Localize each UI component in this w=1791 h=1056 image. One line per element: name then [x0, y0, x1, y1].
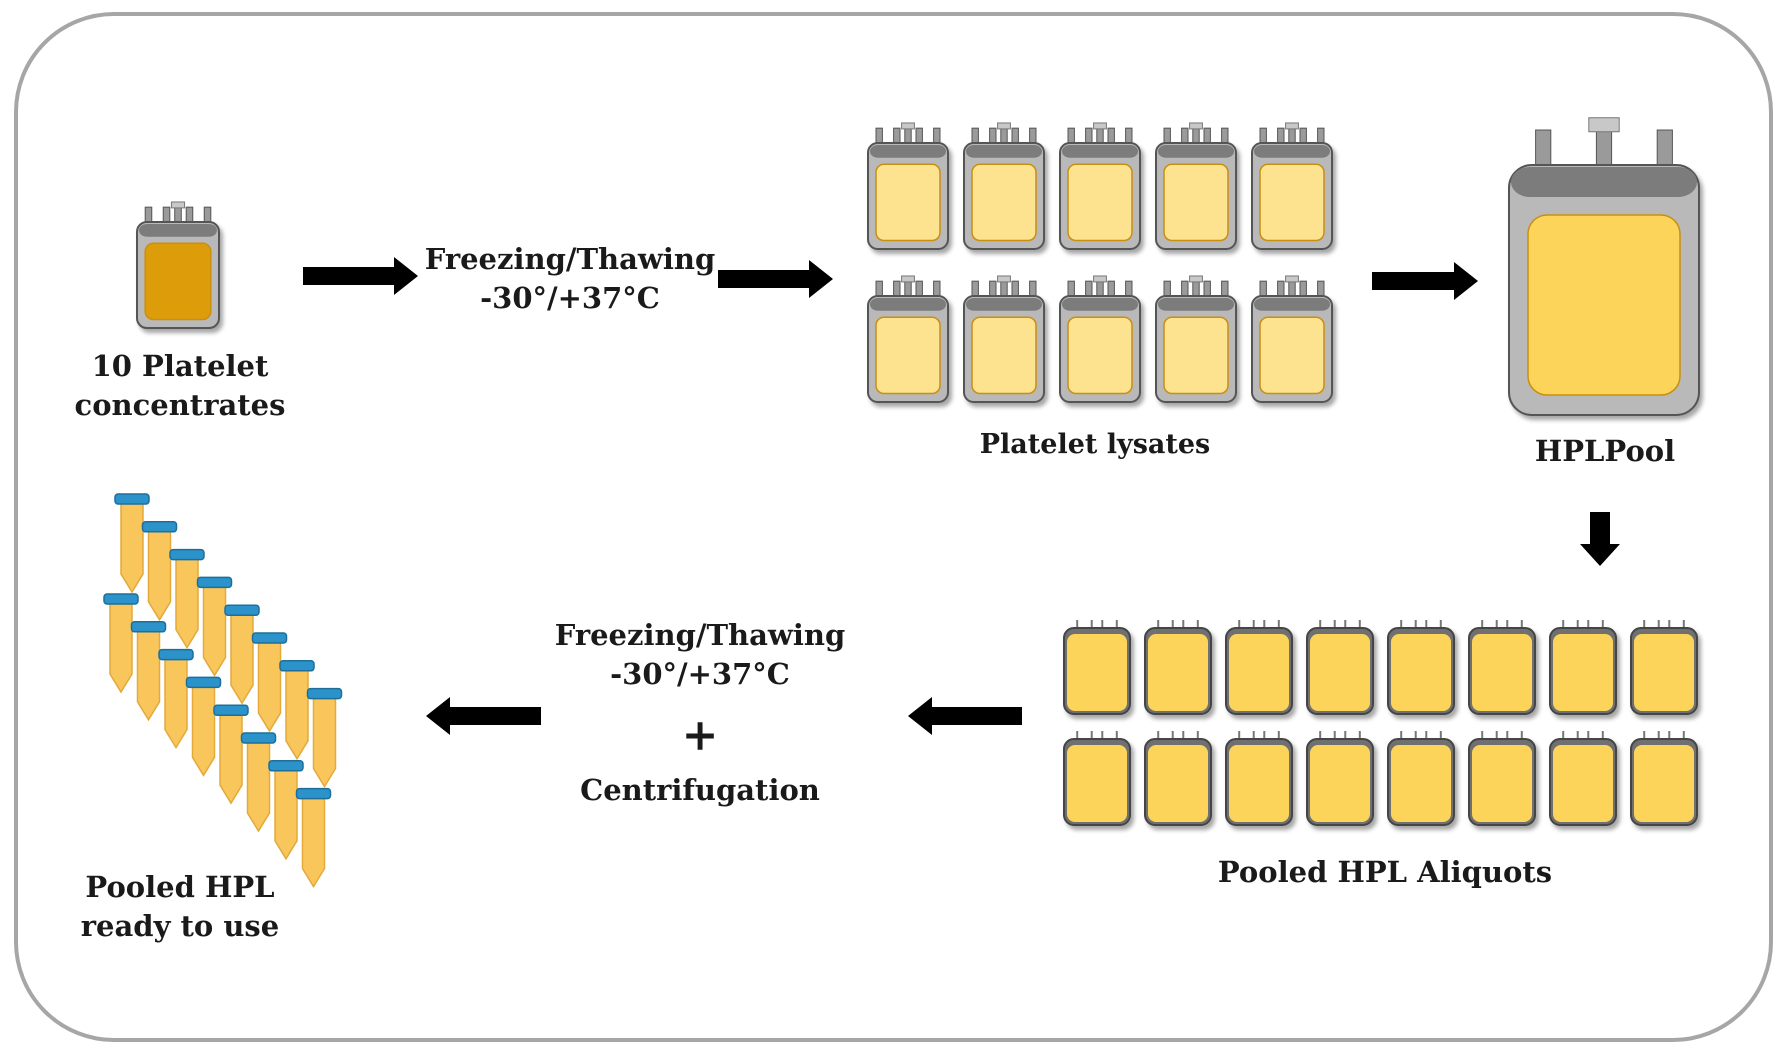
hpl-aliquot-bag — [1144, 731, 1212, 826]
label-line: -30°/+37°C — [480, 281, 660, 315]
hpl-pool-bag — [1508, 117, 1700, 416]
arrow-processing-to-tubes — [426, 697, 541, 735]
platelet-lysate-bag — [1155, 275, 1237, 403]
hpl-aliquot-bag — [1225, 731, 1293, 826]
label-line: Pooled HPL — [85, 870, 275, 904]
label-platelet-concentrates: 10 Platelet concentrates — [60, 347, 300, 425]
label-centrifugation: Centrifugation — [580, 773, 820, 807]
label-pooled-hpl-ready: Pooled HPL ready to use — [60, 868, 300, 946]
hpl-tube — [224, 604, 260, 705]
hpl-aliquot-bag — [1468, 731, 1536, 826]
label-hpl-pool: HPLPool — [1534, 434, 1676, 468]
arrow-lysates-to-pool — [1372, 262, 1478, 300]
platelet-lysate-bag — [1251, 122, 1333, 250]
hpl-tube — [279, 660, 315, 761]
hpl-tube — [196, 576, 233, 677]
plus-sign: + — [681, 710, 719, 761]
hpl-tube — [268, 760, 304, 861]
label-step2-freezing-thawing: Freezing/Thawing -30°/+37°C — [550, 616, 850, 694]
platelet-lysate-bag — [963, 122, 1045, 250]
platelet-lysate-bag — [867, 122, 949, 250]
platelet-lysate-bag — [1155, 122, 1237, 250]
hpl-aliquot-bag — [1549, 731, 1617, 826]
hpl-tube — [185, 676, 222, 777]
hpl-aliquot-bag — [1630, 620, 1698, 715]
label-line: Freezing/Thawing — [424, 242, 716, 276]
hpl-tube — [169, 548, 205, 650]
hpl-tube — [240, 732, 277, 833]
platelet-lysate-bag — [1059, 275, 1141, 403]
hpl-aliquot-bag — [1387, 731, 1455, 826]
platelet-lysate-bag — [963, 275, 1045, 403]
label-pooled-hpl-aliquots: Pooled HPL Aliquots — [1217, 855, 1553, 889]
arrow-aliquots-to-processing — [908, 697, 1022, 735]
hpl-tube — [114, 493, 150, 594]
arrow-concentrates-to-freezing — [303, 257, 418, 295]
label-step1-freezing-thawing: Freezing/Thawing -30°/+37°C — [420, 240, 720, 318]
platelet-concentrate-bag — [136, 201, 220, 329]
platelet-lysate-bag — [1251, 275, 1333, 403]
label-platelet-lysates: Platelet lysates — [979, 429, 1211, 460]
hpl-tube — [141, 521, 178, 622]
hpl-aliquot-bag — [1387, 620, 1455, 715]
label-line: 10 Platelet — [91, 349, 269, 383]
hpl-aliquot-bag — [1144, 620, 1212, 715]
label-line: concentrates — [74, 388, 286, 422]
platelet-lysate-bag — [1059, 122, 1141, 250]
arrow-pool-to-aliquots — [1580, 512, 1620, 566]
hpl-tube — [103, 593, 139, 694]
hpl-aliquot-bag — [1468, 620, 1536, 715]
hpl-aliquot-bag — [1063, 620, 1131, 715]
hpl-aliquot-bag — [1306, 620, 1374, 715]
hpl-tube — [213, 704, 249, 805]
hpl-aliquot-bag — [1306, 731, 1374, 826]
hpl-tube — [158, 648, 194, 750]
hpl-tube — [306, 687, 343, 789]
hpl-tube — [295, 787, 332, 889]
label-line: ready to use — [80, 909, 280, 943]
platelet-lysate-bag — [867, 275, 949, 403]
hpl-aliquot-bag — [1549, 620, 1617, 715]
hpl-tube — [251, 632, 288, 733]
label-line: Freezing/Thawing — [554, 618, 846, 652]
label-line: -30°/+37°C — [610, 657, 790, 691]
hpl-aliquot-bag — [1630, 731, 1698, 826]
arrow-freezing-to-lysates — [718, 260, 833, 298]
hpl-aliquot-bag — [1063, 731, 1131, 826]
hpl-tube — [130, 621, 167, 722]
hpl-aliquot-bag — [1225, 620, 1293, 715]
